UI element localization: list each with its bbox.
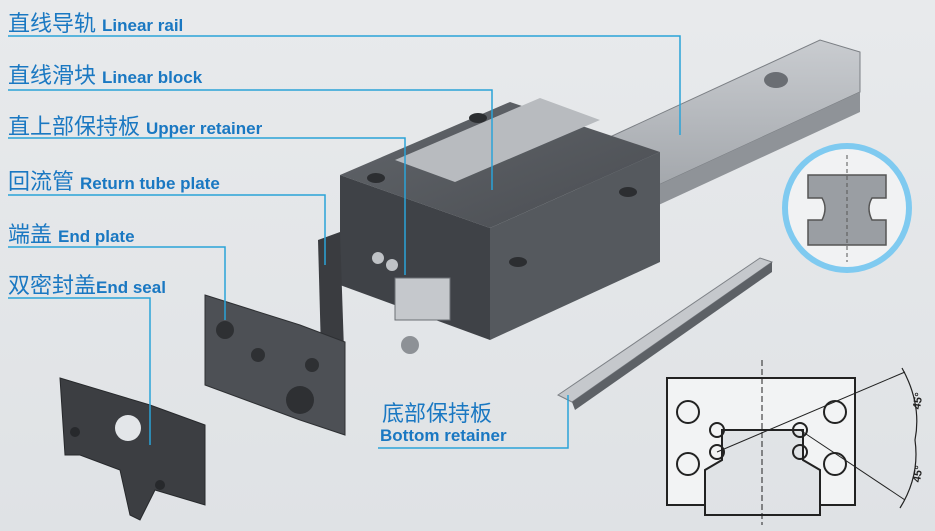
label-cn: 直线滑块 — [8, 64, 97, 89]
label-bottom-retainer: 底部保持板 Bottom retainer — [380, 396, 507, 446]
label-en: Return tube plate — [80, 174, 220, 193]
label-return-tube-plate: 回流管 Return tube plate — [8, 164, 220, 196]
label-cn: 端盖 — [8, 223, 53, 248]
label-linear-rail: 直线导轨 Linear rail — [8, 6, 183, 38]
label-end-seal: 双密封盖End seal — [8, 268, 166, 300]
label-en: Bottom retainer — [380, 426, 507, 445]
label-cn: 双密封盖 — [8, 274, 97, 299]
label-cn: 直上部保持板 — [8, 115, 141, 140]
end-seal — [59, 377, 206, 521]
label-en: Linear block — [102, 68, 203, 87]
linear-block — [340, 98, 660, 340]
label-end-plate: 端盖 End plate — [8, 217, 135, 249]
label-cn: 回流管 — [8, 170, 75, 195]
label-cn: 底部保持板 — [382, 402, 493, 427]
label-en: Linear rail — [102, 16, 184, 35]
leader-lines — [8, 35, 681, 449]
end-plate — [204, 294, 346, 436]
label-cn: 直线导轨 — [8, 12, 97, 37]
cross-section-drawing — [666, 360, 918, 525]
label-en: End plate — [58, 227, 135, 246]
label-en: End seal — [96, 278, 166, 297]
label-en: Upper retainer — [146, 119, 263, 138]
rail-profile-inset — [782, 143, 912, 273]
label-linear-block: 直线滑块 Linear block — [8, 58, 202, 90]
label-upper-retainer: 直上部保持板 Upper retainer — [8, 109, 262, 141]
